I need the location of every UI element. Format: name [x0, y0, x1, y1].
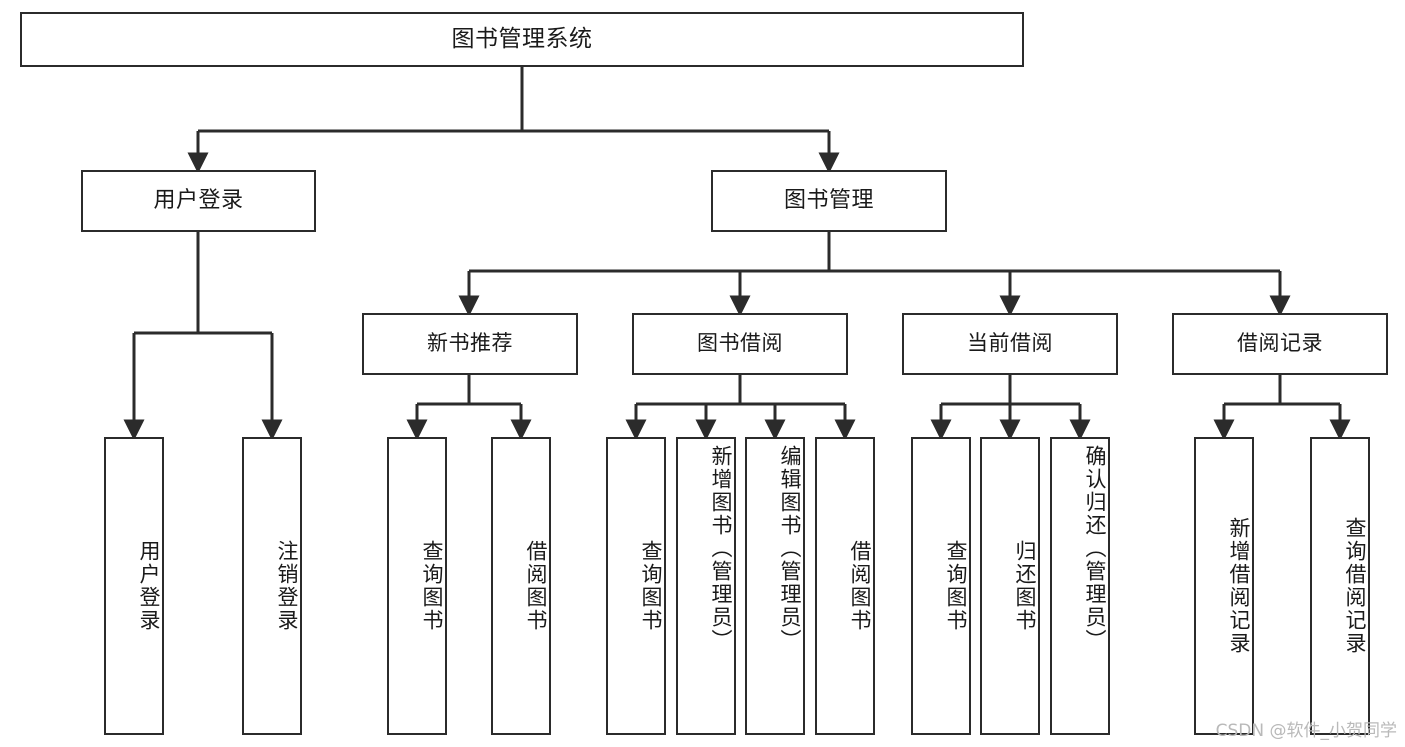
- node-leaf-user-login-label: 用户登录: [137, 540, 161, 632]
- node-root-label: 图书管理系统: [451, 25, 593, 52]
- node-leaf-edit-book-admin[interactable]: 编辑图书（管理员）: [745, 437, 805, 735]
- node-user-login[interactable]: 用户登录: [81, 170, 316, 232]
- node-leaf-borrow-book-2-label: 借阅图书: [848, 540, 872, 632]
- node-leaf-return-book-label: 归还图书: [1013, 540, 1037, 632]
- node-root[interactable]: 图书管理系统: [20, 12, 1024, 67]
- node-leaf-query-book-2-label: 查询图书: [639, 540, 663, 632]
- node-leaf-user-login[interactable]: 用户登录: [104, 437, 164, 735]
- node-book-manage-label: 图书管理: [783, 187, 874, 213]
- node-leaf-add-borrow-record[interactable]: 新增借阅记录: [1194, 437, 1254, 735]
- node-leaf-edit-book-admin-label: 编辑图书（管理员）: [778, 445, 802, 652]
- node-book-borrow[interactable]: 图书借阅: [632, 313, 848, 375]
- node-leaf-logout-login-label: 注销登录: [275, 540, 299, 632]
- node-borrow-record[interactable]: 借阅记录: [1172, 313, 1388, 375]
- node-leaf-add-borrow-record-label: 新增借阅记录: [1227, 517, 1251, 655]
- node-user-login-label: 用户登录: [153, 187, 244, 213]
- node-book-manage[interactable]: 图书管理: [711, 170, 947, 232]
- node-leaf-return-book[interactable]: 归还图书: [980, 437, 1040, 735]
- node-leaf-query-book-3-label: 查询图书: [944, 540, 968, 632]
- node-new-book-recommend-label: 新书推荐: [427, 331, 513, 356]
- node-leaf-confirm-return-admin[interactable]: 确认归还（管理员）: [1050, 437, 1110, 735]
- node-leaf-borrow-book-2[interactable]: 借阅图书: [815, 437, 875, 735]
- watermark-text: CSDN @软件_小贺同学: [1215, 721, 1397, 741]
- node-leaf-logout-login[interactable]: 注销登录: [242, 437, 302, 735]
- node-borrow-record-label: 借阅记录: [1237, 331, 1323, 356]
- node-leaf-add-book-admin[interactable]: 新增图书（管理员）: [676, 437, 736, 735]
- node-leaf-query-book-1[interactable]: 查询图书: [387, 437, 447, 735]
- node-current-borrow-label: 当前借阅: [967, 331, 1053, 356]
- node-leaf-query-book-3[interactable]: 查询图书: [911, 437, 971, 735]
- node-leaf-query-borrow-record[interactable]: 查询借阅记录: [1310, 437, 1370, 735]
- node-leaf-query-book-2[interactable]: 查询图书: [606, 437, 666, 735]
- node-leaf-borrow-book-1-label: 借阅图书: [524, 540, 548, 632]
- node-current-borrow[interactable]: 当前借阅: [902, 313, 1118, 375]
- node-leaf-query-borrow-record-label: 查询借阅记录: [1343, 517, 1367, 655]
- node-new-book-recommend[interactable]: 新书推荐: [362, 313, 578, 375]
- node-leaf-query-book-1-label: 查询图书: [420, 540, 444, 632]
- node-leaf-borrow-book-1[interactable]: 借阅图书: [491, 437, 551, 735]
- node-book-borrow-label: 图书借阅: [697, 331, 783, 356]
- node-leaf-add-book-admin-label: 新增图书（管理员）: [709, 445, 733, 652]
- node-leaf-confirm-return-admin-label: 确认归还（管理员）: [1083, 445, 1107, 652]
